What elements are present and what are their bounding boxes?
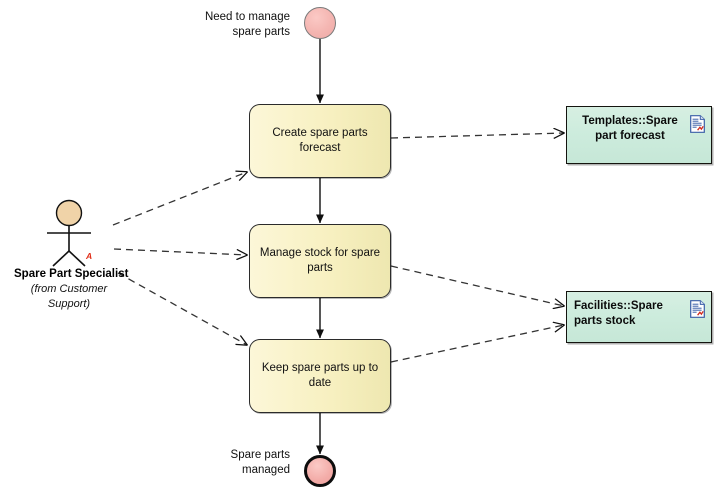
actor-from-label: (from Customer Support)	[30, 283, 108, 310]
final-node-caption: Spare parts managed	[230, 449, 290, 476]
action-manage-stock-for-spare-parts[interactable]: Manage stock for spare parts	[249, 224, 391, 298]
edge-actor-to-keep	[117, 272, 247, 345]
actor-name-label: Spare Part Specialist	[14, 268, 129, 280]
edge-actor-to-manage	[113, 248, 247, 255]
edge-create-to-templates	[390, 133, 564, 138]
artifact-facilities-spare-parts-stock[interactable]: Facilities::Spare parts stock	[566, 291, 712, 343]
document-icon	[690, 115, 705, 133]
edge-manage-to-facilities	[390, 265, 564, 306]
document-icon	[690, 300, 705, 318]
artifact-templates-spare-part-forecast[interactable]: Templates::Spare part forecast	[566, 106, 712, 164]
actor-stereotype-marker: A	[86, 251, 93, 261]
edge-actor-to-create	[112, 172, 247, 226]
actor-stick-figure-icon	[47, 199, 91, 267]
action-label: Create spare parts forecast	[272, 127, 368, 154]
actor-spare-part-specialist[interactable]: Spare Part Specialist (from Customer Sup…	[14, 199, 129, 312]
final-node[interactable]	[304, 455, 336, 487]
artifact-label: Facilities::Spare parts stock	[574, 300, 663, 327]
action-label: Manage stock for spare parts	[259, 247, 381, 274]
initial-node[interactable]	[304, 7, 336, 39]
action-label: Keep spare parts up to date	[261, 362, 379, 389]
edge-keep-to-facilities	[390, 325, 564, 363]
initial-node-caption: Need to manage spare parts	[204, 11, 290, 38]
artifact-label: Templates::Spare part forecast	[582, 115, 678, 142]
action-keep-spare-parts-up-to-date[interactable]: Keep spare parts up to date	[249, 339, 391, 413]
action-create-spare-parts-forecast[interactable]: Create spare parts forecast	[249, 104, 391, 178]
